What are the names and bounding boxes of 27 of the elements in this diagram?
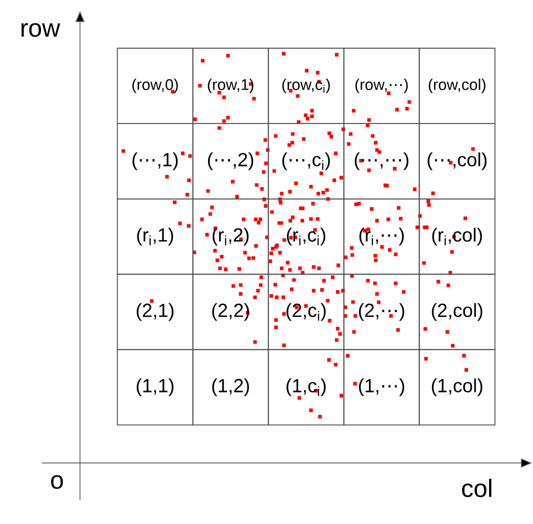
grid-cell: (⋯,col) [418,123,496,200]
axis-label: row [22,23,60,37]
grid-cell: (1,1) [116,349,194,426]
grid-cell: (r$_{i}$,⋯) [343,198,420,275]
grid-cell: (⋯,2) [192,123,269,200]
grid-cell: (1,2) [192,349,269,426]
grid-cell: (2,col) [418,274,496,350]
grid-cell: (2,c$_{i}$) [268,274,344,350]
grid-cell: (⋯,c$_{i}$) [268,123,344,200]
grid-cell: (1,c$_{i}$) [268,349,344,426]
grid-cell: (row,1) [192,48,269,124]
axis-label: col [462,478,492,498]
grid-cell: (row,⋯) [343,48,420,124]
grid-cell: (r$_{i}$,1) [116,198,194,275]
grid-cell: (2,⋯) [343,274,420,350]
grid-cell: (⋯,1) [116,123,194,200]
grid-cell: (1,col) [418,349,496,426]
grid-cell: (1,⋯) [343,349,420,426]
grid-cell: (row,col) [418,48,496,124]
grid-cell: (r$_{i}$,2) [192,198,269,275]
origin-label: o [51,475,63,489]
grid-cell: (2,2) [192,274,269,350]
grid-cell: (row,0) [116,48,194,124]
grid-cell: (⋯,⋯) [343,123,420,200]
grid-cell: (2,1) [116,274,194,350]
grid-cell: (row,c$_{i}$) [268,48,344,124]
grid-cell: (r$_{i}$,col) [418,198,496,275]
